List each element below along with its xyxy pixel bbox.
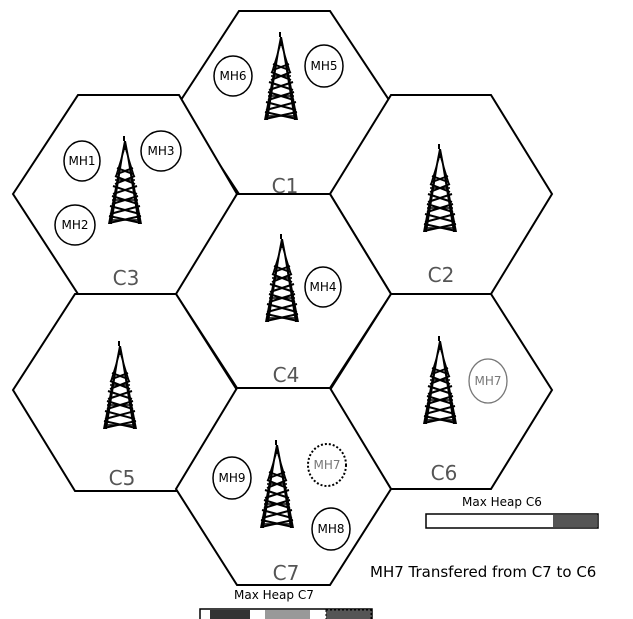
heap-c6-node	[553, 515, 597, 527]
mobile-host-mh3: MH3	[140, 130, 182, 172]
cell-label-c5: C5	[109, 466, 136, 490]
heap-c6: Max Heap C6	[425, 495, 599, 529]
svg-text:MH2: MH2	[61, 218, 88, 232]
cell-c4: C4	[174, 193, 393, 389]
svg-text:MH5: MH5	[310, 59, 337, 73]
mobile-host-mh1: MH1	[63, 140, 101, 182]
svg-text:MH9: MH9	[218, 471, 245, 485]
cell-label-c7: C7	[273, 561, 300, 585]
svg-text:MH3: MH3	[147, 144, 174, 158]
transfer-status: MH7 Transfered from C7 to C6	[370, 563, 596, 581]
cell-label-c2: C2	[428, 263, 455, 287]
mobile-host-mh8: MH8	[311, 507, 351, 551]
heap-c7-node	[210, 610, 250, 619]
heap-c6-label: Max Heap C6	[462, 495, 542, 509]
mobile-host-mh5: MH5	[304, 44, 344, 88]
svg-text:MH7: MH7	[313, 458, 340, 472]
svg-text:MH7: MH7	[474, 374, 501, 388]
mobile-host-mh2: MH2	[54, 204, 96, 246]
svg-text:MH1: MH1	[68, 154, 95, 168]
svg-text:MH4: MH4	[309, 280, 336, 294]
svg-text:MH6: MH6	[219, 69, 246, 83]
heap-c7: Max Heap C7	[199, 588, 373, 619]
mobile-host-mh9: MH9	[212, 456, 252, 500]
mobile-host-mh6: MH6	[213, 55, 253, 97]
cell-label-c6: C6	[431, 461, 458, 485]
mobile-host-mh7-current: MH7	[468, 358, 508, 404]
cell-label-c4: C4	[273, 363, 300, 387]
cell-label-c3: C3	[113, 266, 140, 290]
mobile-host-mh4: MH4	[304, 266, 342, 308]
mobile-host-mh7-previous: MH7	[307, 443, 347, 487]
cell-c2: C2	[328, 94, 554, 295]
heap-c7-node	[265, 610, 310, 619]
svg-text:MH8: MH8	[317, 522, 344, 536]
heap-c7-label: Max Heap C7	[234, 588, 314, 602]
heap-c7-node	[325, 609, 372, 619]
